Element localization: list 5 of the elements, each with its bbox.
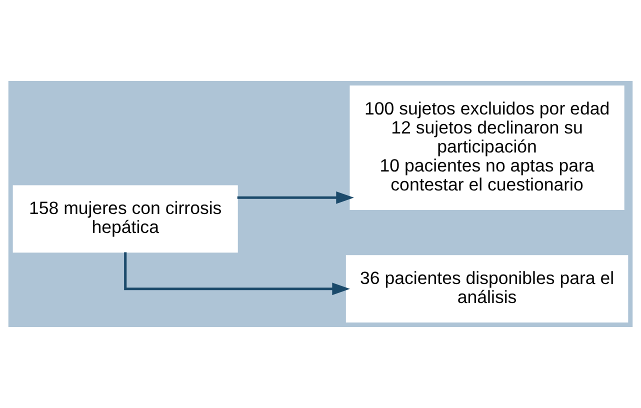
node-box: 158 mujeres con cirrosis hepática [12, 185, 238, 253]
node-box: 36 pacientes disponibles para el análisis [346, 255, 628, 323]
arrow [124, 252, 350, 296]
node-box: 100 sujetos excluidos por edad 12 sujetos declinaron su participación 10 pacientes no aptas para contestar el cuestionario [350, 85, 624, 210]
arrow [237, 191, 354, 204]
